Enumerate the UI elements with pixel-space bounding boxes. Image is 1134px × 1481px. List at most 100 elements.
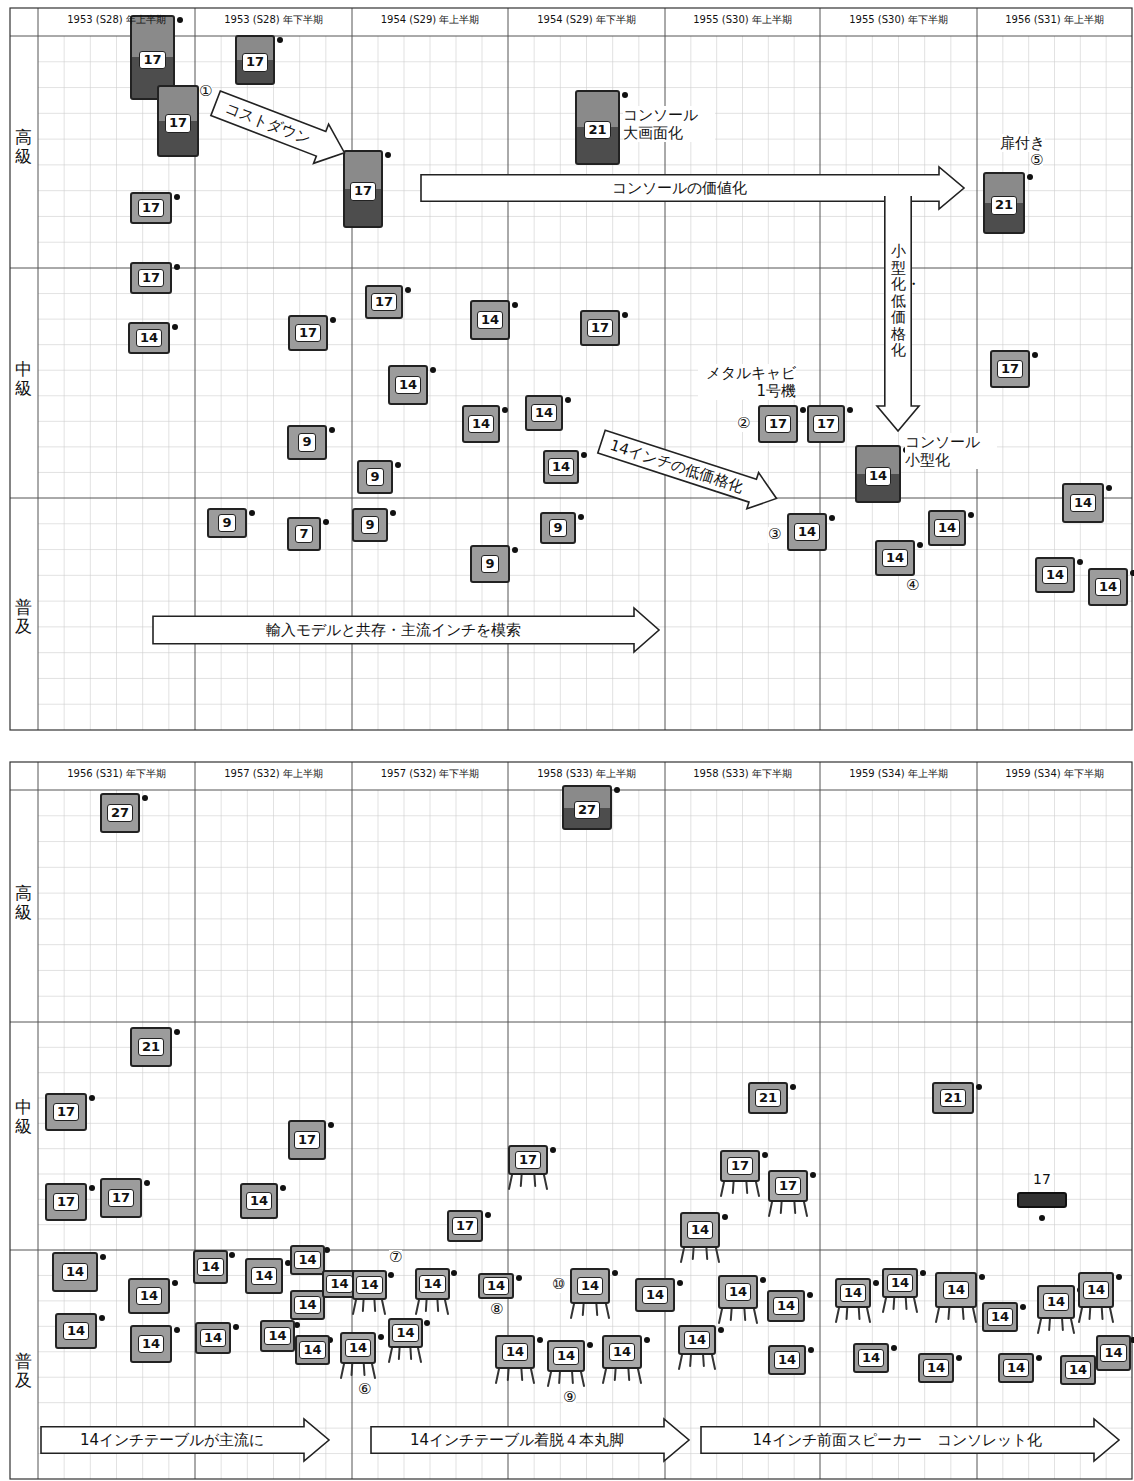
tv-set: 27 bbox=[100, 793, 140, 833]
tv-leg bbox=[1089, 1308, 1092, 1319]
period-header: 1956 (S31) 年上半期 bbox=[977, 14, 1132, 26]
marker-dot bbox=[177, 17, 183, 23]
marker-dot bbox=[718, 1327, 724, 1333]
screen-size: 14 bbox=[553, 1347, 579, 1365]
minor-grid-line bbox=[38, 1199, 1132, 1200]
marker-dot bbox=[956, 1355, 962, 1361]
minor-grid-line bbox=[38, 421, 1132, 422]
annotation-note: コンソール 大画面化 bbox=[623, 106, 715, 142]
tv-leg bbox=[712, 1355, 715, 1369]
tv-set: 17 bbox=[45, 1183, 87, 1221]
tv-set: 14 bbox=[55, 1313, 97, 1349]
screen-size: 14 bbox=[1065, 1361, 1091, 1379]
minor-grid-line bbox=[38, 1047, 1132, 1048]
tv-set: 17 bbox=[447, 1210, 483, 1242]
tv-set: 14 bbox=[193, 1250, 228, 1284]
screen-size: 14 bbox=[887, 1274, 913, 1292]
tv-set: 14 bbox=[245, 1258, 283, 1294]
marker-dot bbox=[979, 1274, 985, 1280]
tv-leg bbox=[606, 1304, 609, 1318]
tv-set: 14 bbox=[290, 1245, 325, 1275]
tv-set: 9 bbox=[352, 508, 388, 542]
marker-dot bbox=[100, 1254, 106, 1260]
screen-size: 14 bbox=[1070, 494, 1096, 512]
screen-size: 14 bbox=[1043, 1293, 1069, 1311]
callout-number: ③ bbox=[768, 527, 781, 543]
major-grid-line bbox=[38, 8, 39, 730]
screen-size: 14 bbox=[531, 404, 557, 422]
marker-dot bbox=[174, 194, 180, 200]
marker-dot bbox=[405, 287, 411, 293]
tv-leg bbox=[1079, 1308, 1082, 1322]
grid bbox=[10, 8, 1132, 1479]
panel-frame bbox=[10, 8, 1132, 730]
screen-size: 27 bbox=[107, 804, 133, 822]
marker-dot bbox=[537, 1337, 543, 1343]
arrow-text: 14インチテーブルが主流に bbox=[80, 1431, 264, 1450]
tv-leg bbox=[719, 1309, 722, 1323]
marker-dot bbox=[174, 1029, 180, 1035]
tv-set: 17 bbox=[768, 1170, 808, 1202]
minor-grid-line bbox=[1054, 36, 1055, 730]
marker-dot bbox=[329, 427, 335, 433]
minor-grid-line bbox=[38, 575, 1132, 576]
tv-set: 9 bbox=[207, 508, 247, 538]
screen-size: 14 bbox=[62, 1263, 88, 1281]
tv-leg bbox=[571, 1372, 574, 1383]
screen-size: 21 bbox=[940, 1089, 966, 1107]
minor-grid-line bbox=[64, 36, 65, 730]
screen-size: 14 bbox=[483, 1277, 509, 1295]
major-grid-line bbox=[10, 36, 1132, 37]
tv-leg bbox=[905, 1298, 908, 1309]
arrow-outline bbox=[41, 1419, 329, 1461]
screen-size: 17 bbox=[775, 1177, 801, 1195]
tv-leg bbox=[754, 1309, 757, 1323]
tv-set: 14 bbox=[478, 1273, 514, 1299]
screen-size: 14 bbox=[468, 415, 494, 433]
tv-leg bbox=[780, 1202, 783, 1213]
major-grid-line bbox=[195, 762, 196, 1479]
screen-size: 14 bbox=[395, 376, 421, 394]
minor-grid-line bbox=[38, 970, 1132, 971]
arrow-text: 14インチ前面スピーカー コンソレット化 bbox=[752, 1431, 1041, 1450]
marker-dot bbox=[644, 1337, 650, 1343]
marker-dot bbox=[172, 324, 178, 330]
tv-set: 14 bbox=[1037, 1285, 1075, 1319]
marker-dot bbox=[578, 514, 584, 520]
tv-leg bbox=[520, 1369, 523, 1380]
major-grid-line bbox=[820, 762, 821, 1479]
screen-size: 21 bbox=[584, 121, 610, 139]
minor-grid-line bbox=[38, 996, 1132, 997]
tv-set: 14 bbox=[835, 1278, 871, 1308]
screen-size: 14 bbox=[1042, 566, 1068, 584]
tv-set: 17 bbox=[235, 35, 275, 85]
marker-dot bbox=[330, 317, 336, 323]
tv-set: 9 bbox=[357, 460, 393, 494]
callout-number: ⑤ bbox=[1030, 153, 1043, 169]
screen-size: 14 bbox=[773, 1297, 799, 1315]
tv-set: 14 bbox=[340, 1332, 376, 1364]
screen-size: 17 bbox=[138, 199, 164, 217]
grade-label: 中級 bbox=[15, 1098, 32, 1135]
screen-size: 14 bbox=[1100, 1344, 1126, 1362]
tv-set: 14 bbox=[462, 405, 500, 443]
arrow-text: 14インチテーブル着脱４本丸脚 bbox=[410, 1431, 624, 1450]
tv-set: 17 bbox=[45, 1093, 87, 1131]
marker-dot bbox=[565, 397, 571, 403]
tv-set: 9 bbox=[287, 425, 327, 460]
marker-dot bbox=[790, 1084, 796, 1090]
marker-dot bbox=[485, 1212, 491, 1218]
minor-grid-line bbox=[38, 1072, 1132, 1073]
period-header: 1957 (S32) 年上半期 bbox=[195, 768, 352, 780]
tv-set: 14 bbox=[635, 1278, 675, 1312]
arrow-outline bbox=[371, 1419, 689, 1461]
tv-leg bbox=[520, 1175, 523, 1186]
tv-set: 14 bbox=[570, 1268, 610, 1304]
tv-set: 14 bbox=[853, 1343, 889, 1373]
tv-set: 14 bbox=[290, 1290, 325, 1320]
tv-set: 14 bbox=[767, 1290, 805, 1322]
minor-grid-line bbox=[38, 216, 1132, 217]
grade-label: 普及 bbox=[15, 1352, 32, 1389]
tv-leg bbox=[362, 1300, 365, 1311]
screen-size: 14 bbox=[923, 1359, 949, 1377]
